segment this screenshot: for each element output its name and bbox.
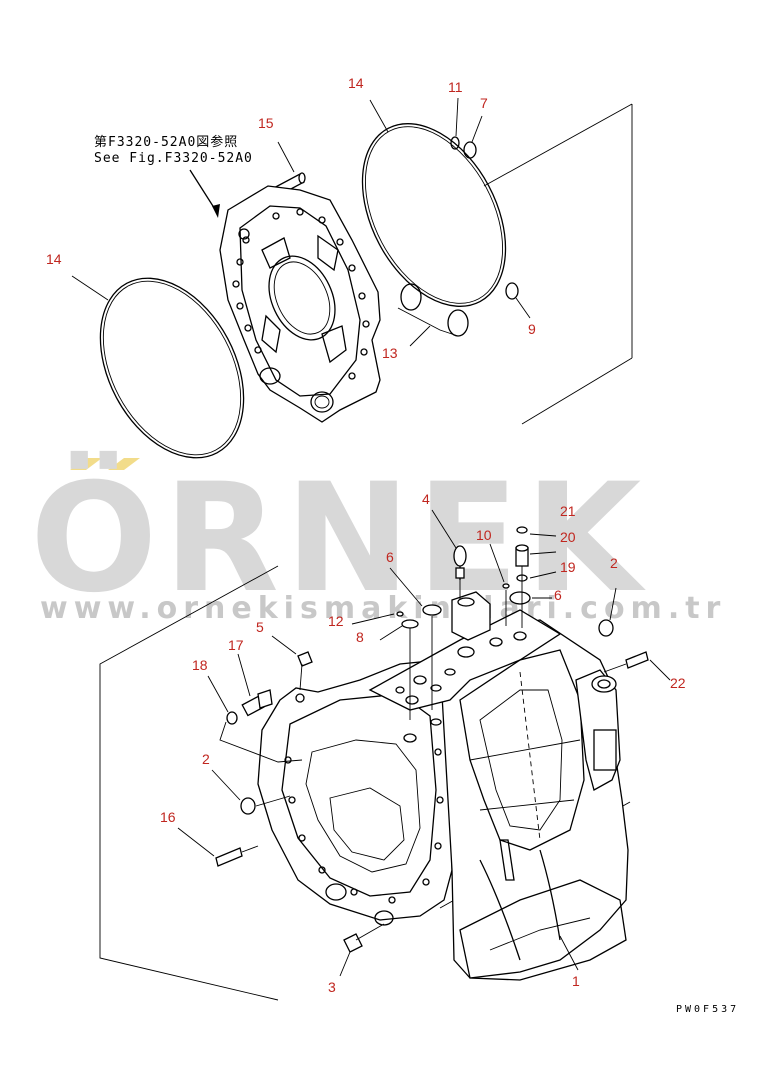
callout-22: 22: [670, 675, 686, 691]
dowel-pin-16: [215, 845, 259, 867]
callout-12: 12: [328, 613, 344, 629]
callout-10: 10: [476, 527, 492, 543]
valve-block: [451, 591, 491, 641]
callout-2-right: 2: [610, 555, 618, 571]
cover-plate: [219, 185, 381, 423]
transmission-case: [257, 609, 629, 981]
washer-18: [226, 711, 238, 725]
gasket-6-right: [509, 591, 531, 605]
o-ring-14-right-inner: [364, 126, 504, 304]
seal-13-a: [400, 283, 422, 311]
callouts: 14 15 14 11 7 9 13 4 10 21 20 19 6 6 12 …: [46, 75, 686, 995]
bolt-leader: [219, 721, 303, 763]
callout-6-right: 6: [554, 587, 562, 603]
callout-2-left: 2: [202, 751, 210, 767]
callout-1: 1: [572, 973, 580, 989]
drawing-code: PW0F537: [676, 1004, 739, 1015]
callout-17: 17: [228, 637, 244, 653]
reference-arrow-head: [212, 204, 220, 218]
callout-18: 18: [192, 657, 208, 673]
callout-16: 16: [160, 809, 176, 825]
watermark-brand: ÖRNEK: [30, 450, 647, 626]
ring-12: [396, 611, 404, 617]
callout-19: 19: [560, 559, 576, 575]
drain-plug-3: [343, 923, 385, 953]
seal-7: [463, 141, 477, 159]
callout-8: 8: [356, 629, 364, 645]
callout-20: 20: [560, 529, 576, 545]
callout-14-right: 14: [348, 75, 364, 91]
plug-5: [297, 651, 313, 691]
watermark-accent-right: [108, 458, 140, 470]
o-ring-14-left: [99, 277, 245, 459]
watermark-url: www.ornekismakinalari.com.tr: [40, 591, 726, 626]
plug-2-left: [240, 795, 291, 815]
pin-10: [502, 583, 510, 589]
o-ring-14-right: [361, 123, 507, 307]
callout-3: 3: [328, 979, 336, 995]
seal-13-bracket: [397, 307, 459, 337]
callout-15: 15: [258, 115, 274, 131]
reference-note-en: See Fig.F3320-52A0: [94, 151, 253, 166]
ring-21: [516, 526, 528, 534]
callout-9: 9: [528, 321, 536, 337]
o-ring-14-left-inner: [102, 280, 242, 456]
seal-13-b: [447, 309, 469, 337]
seal-8: [401, 619, 419, 629]
callout-6-left: 6: [386, 549, 394, 565]
callout-14-left: 14: [46, 251, 62, 267]
callout-13: 13: [382, 345, 398, 361]
bolt-17: [241, 689, 273, 717]
leader-lines: [71, 97, 671, 977]
callout-21: 21: [560, 503, 576, 519]
plug-2-right: [598, 619, 614, 637]
eye-bolt-4: [453, 545, 467, 580]
seal-9: [505, 282, 519, 300]
callout-5: 5: [256, 619, 264, 635]
dowel-pin-22: [603, 651, 649, 673]
reference-note-jp: 第F3320-52A0図参照: [94, 134, 238, 150]
callout-4: 4: [422, 491, 430, 507]
callout-7: 7: [480, 95, 488, 111]
gasket-6-left: [422, 604, 442, 616]
seal-11: [450, 136, 460, 150]
callout-11: 11: [448, 79, 463, 95]
plug-20: [515, 544, 529, 567]
watermark-accent-left: [70, 458, 102, 470]
assembly-lines: [409, 566, 523, 720]
reference-note: 第F3320-52A0図参照 See Fig.F3320-52A0: [94, 134, 253, 218]
upper-mounting-plane: [483, 103, 633, 425]
watermark: ÖRNEK www.ornekismakinalari.com.tr: [30, 450, 726, 626]
